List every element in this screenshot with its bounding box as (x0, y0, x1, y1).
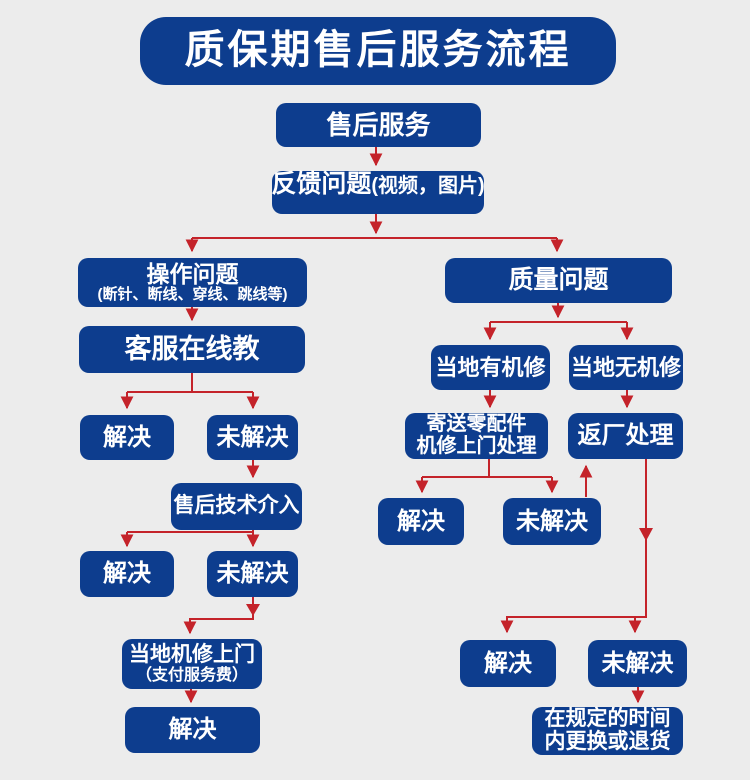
node-solved-left-final: 解决 (125, 707, 260, 753)
flowchart-title-text: 质保期售后服务流程 (184, 28, 572, 73)
node-return-to-factory: 返厂处理 (568, 413, 683, 459)
node-local-repair-unavailable: 当地无机修 (569, 345, 683, 390)
node-label: 当地有机修 (435, 354, 546, 380)
node-local-repair-available: 当地有机修 (431, 345, 550, 390)
node-label: 解决 (397, 507, 445, 535)
node-label: 解决 (168, 716, 217, 744)
node-label: 售后技术介入 (173, 494, 300, 518)
node-unsolved-right-1: 未解决 (503, 498, 601, 545)
node-label: 质量问题 (508, 266, 609, 294)
node-note: (断针、断线、穿线、跳线等) (97, 285, 288, 303)
node-label-line2: （支付服务费） (135, 666, 248, 684)
node-label-line1: 寄送零配件 (426, 413, 527, 436)
node-label: 返厂处理 (577, 422, 674, 450)
node-local-onsite-repair: 当地机修上门 （支付服务费） (122, 639, 262, 689)
node-label-line2: 机修上门处理 (416, 435, 537, 457)
node-label: 解决 (103, 560, 151, 588)
node-label: 未解决 (216, 423, 289, 451)
node-note: (视频，图片) (371, 175, 485, 197)
node-quality-problem: 质量问题 (445, 258, 672, 303)
node-replace-or-return: 在规定的时间 内更换或退货 (532, 707, 683, 755)
node-label: 售后服务 (326, 109, 431, 140)
node-label: 客服在线教 (124, 333, 260, 364)
node-operation-problem: 操作问题 (断针、断线、穿线、跳线等) (78, 258, 307, 307)
node-solved-right-2: 解决 (460, 640, 556, 687)
node-send-parts: 寄送零配件 机修上门处理 (405, 413, 548, 459)
node-solved-left-1: 解决 (80, 415, 174, 460)
node-label: 未解决 (601, 649, 674, 677)
node-solved-left-2: 解决 (80, 551, 174, 597)
node-feedback-problem: 反馈问题(视频，图片) (271, 170, 485, 214)
node-label: 操作问题 (146, 260, 239, 287)
node-unsolved-left-2: 未解决 (207, 551, 298, 597)
node-label: 未解决 (516, 507, 588, 535)
flowchart-title: 质保期售后服务流程 (140, 17, 616, 85)
node-tech-intervention: 售后技术介入 (171, 483, 302, 530)
node-after-sales-service: 售后服务 (276, 103, 481, 147)
node-label-line1: 在规定的时间 (544, 707, 671, 731)
node-label: 解决 (103, 423, 151, 451)
node-unsolved-left-1: 未解决 (207, 415, 298, 460)
node-label-line2: 内更换或退货 (544, 730, 671, 753)
node-label: 未解决 (216, 560, 289, 588)
node-online-teach: 客服在线教 (79, 326, 305, 373)
node-label: 解决 (484, 649, 532, 677)
node-label-line1: 当地机修上门 (129, 643, 255, 667)
node-solved-right-1: 解决 (378, 498, 464, 545)
node-label: 当地无机修 (570, 354, 681, 380)
node-label: 反馈问题 (271, 170, 372, 198)
node-unsolved-right-2: 未解决 (588, 640, 687, 687)
